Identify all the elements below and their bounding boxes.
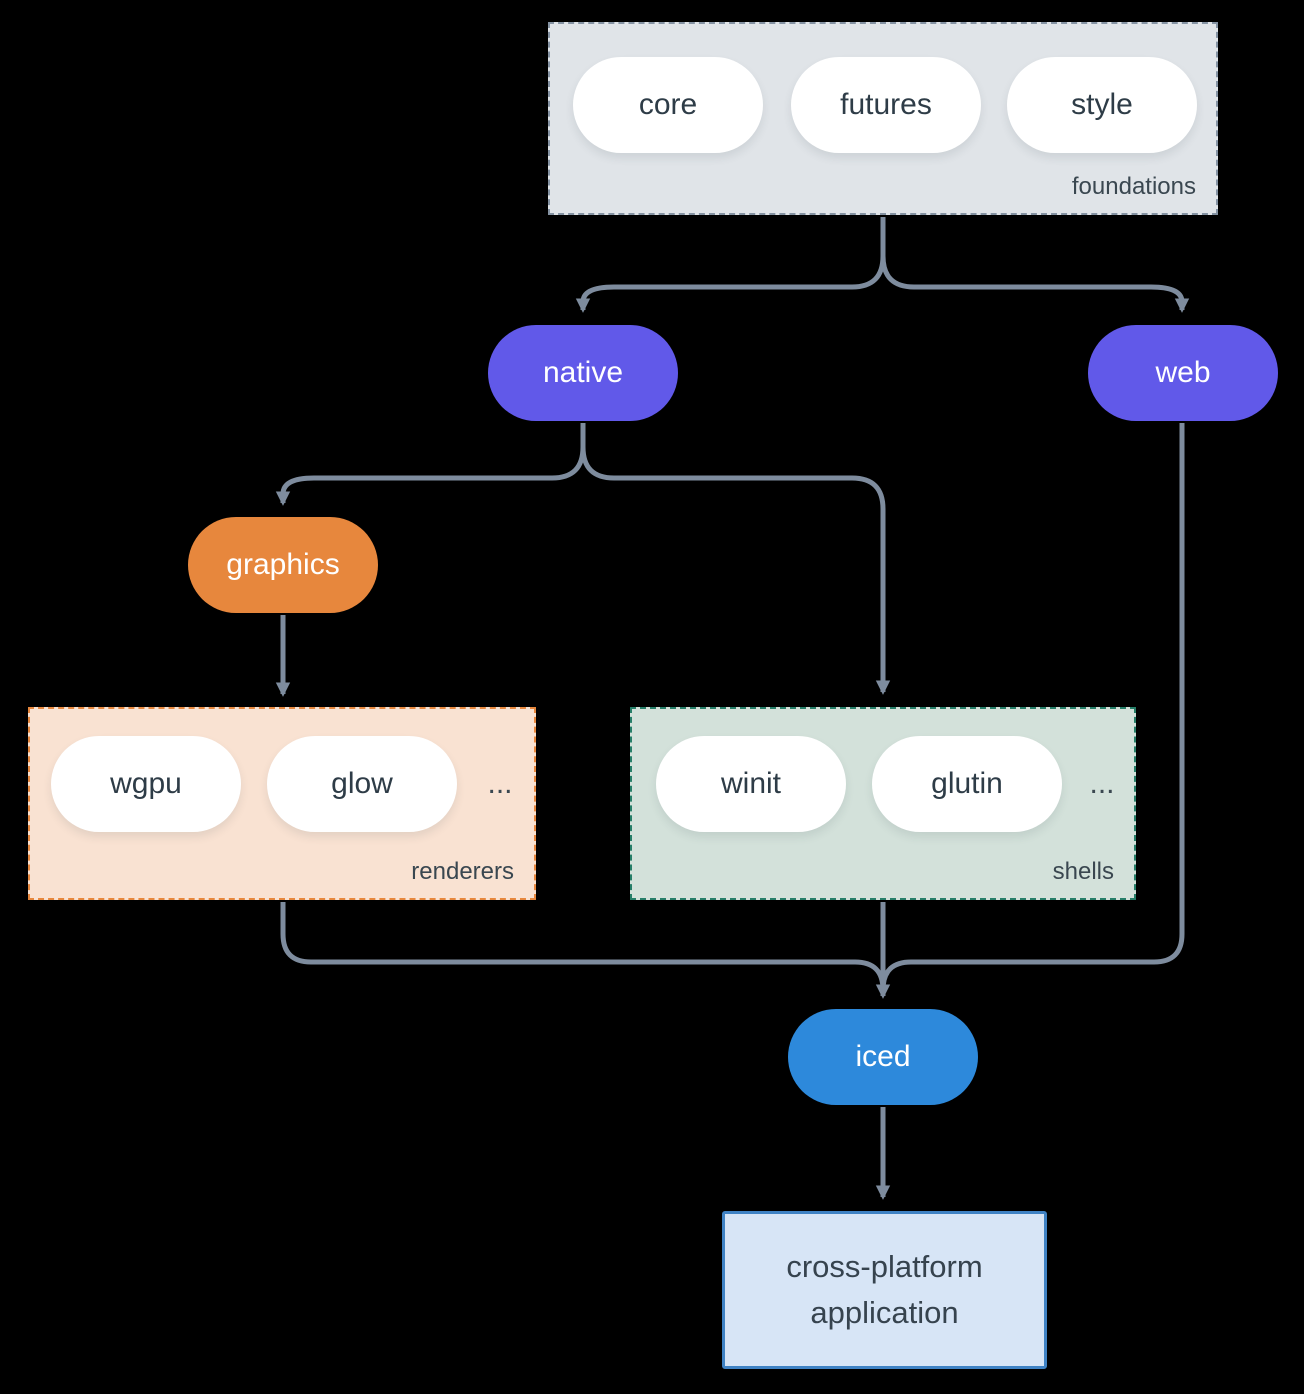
node-futures: futures (791, 57, 981, 153)
edge-native-to-graphics (275, 423, 586, 506)
node-glow: glow (267, 736, 457, 832)
shells-ellipsis: ... (1089, 767, 1115, 800)
node-glutin: glutin (872, 736, 1062, 832)
group-shells: winit glutin ... shells (630, 707, 1136, 900)
node-native: native (488, 325, 678, 421)
node-wgpu: wgpu (51, 736, 241, 832)
node-iced: iced (788, 1009, 978, 1105)
edge-web-to-merge (880, 423, 1185, 991)
renderers-ellipsis: ... (487, 767, 513, 800)
edge-foundations-to-web (880, 217, 1190, 313)
node-graphics: graphics (188, 517, 378, 613)
edge-renderers-to-merge (280, 902, 886, 991)
group-foundations: core futures style foundations (548, 22, 1218, 215)
group-renderers: wgpu glow ... renderers (28, 707, 536, 900)
edge-native-to-shells (580, 423, 891, 695)
node-web: web (1088, 325, 1278, 421)
node-winit: winit (656, 736, 846, 832)
node-core: core (573, 57, 763, 153)
foundations-group-label: foundations (1071, 173, 1196, 200)
shells-group-label: shells (1052, 858, 1114, 885)
edge-foundations-to-native (575, 217, 886, 313)
node-cross-platform-application: cross-platform application (722, 1211, 1047, 1369)
renderers-group-label: renderers (411, 858, 514, 885)
application-label: cross-platform application (786, 1248, 983, 1331)
node-style: style (1007, 57, 1197, 153)
